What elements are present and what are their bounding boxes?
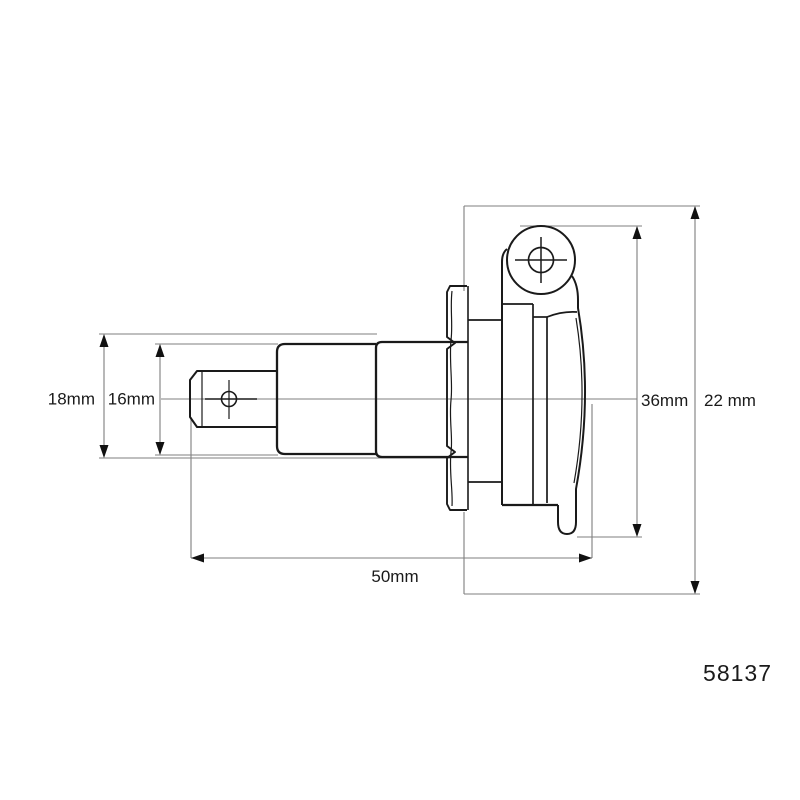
arrow-up-icon bbox=[632, 226, 642, 239]
arrow-up-icon bbox=[690, 206, 700, 219]
label-22mm: 22 mm bbox=[704, 391, 756, 410]
arrow-down-icon bbox=[632, 524, 642, 537]
dimension-16mm bbox=[155, 343, 278, 456]
dimension-22mm bbox=[463, 205, 700, 595]
connector-pin bbox=[189, 370, 277, 428]
part-outline bbox=[189, 225, 586, 535]
arrow-left-icon bbox=[191, 553, 204, 563]
dimension-36mm bbox=[520, 225, 642, 538]
arrow-up-icon bbox=[99, 334, 109, 347]
arrow-down-icon bbox=[690, 581, 700, 594]
neck-section bbox=[468, 319, 502, 483]
mounting-ear bbox=[506, 225, 576, 295]
main-cylinder bbox=[275, 342, 376, 456]
front-bezel bbox=[501, 248, 558, 507]
dome-lens bbox=[546, 275, 586, 535]
arrow-up-icon bbox=[155, 344, 165, 357]
arrow-right-icon bbox=[579, 553, 592, 563]
knurled-flange bbox=[446, 285, 469, 511]
dimension-50mm bbox=[190, 404, 593, 563]
label-16mm: 16mm bbox=[108, 390, 155, 409]
label-18mm: 18mm bbox=[48, 390, 95, 409]
part-number: 58137 bbox=[703, 660, 772, 686]
threaded-barrel bbox=[374, 340, 468, 459]
labels: 18mm 16mm 36mm 22 mm 50mm 58137 bbox=[48, 390, 772, 687]
arrow-down-icon bbox=[99, 445, 109, 458]
label-50mm: 50mm bbox=[371, 567, 418, 586]
dimension-lines bbox=[99, 205, 700, 595]
arrow-down-icon bbox=[155, 442, 165, 455]
label-36mm: 36mm bbox=[641, 391, 688, 410]
